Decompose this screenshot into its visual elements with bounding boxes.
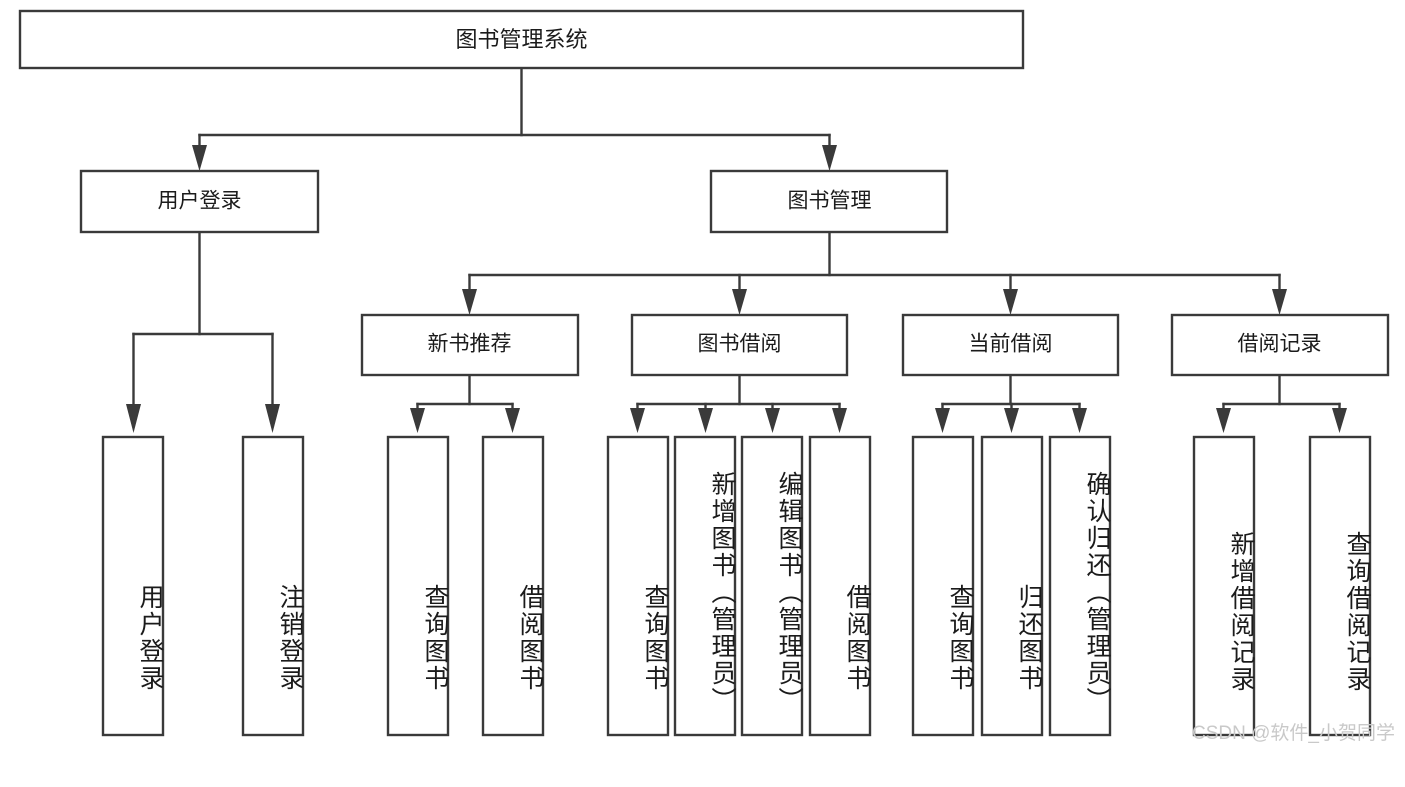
- node-book-borrow-box[interactable]: [630, 313, 849, 377]
- arrow-head-icon: [765, 408, 780, 433]
- arrow-head-icon: [1332, 408, 1347, 433]
- arrow-head-icon: [1272, 289, 1287, 315]
- node-user-login[interactable]: 用户登录: [79, 169, 320, 234]
- leaf-box-query-book[interactable]: [606, 435, 670, 737]
- arrow-head-icon: [126, 404, 141, 433]
- arrow-head-icon: [410, 408, 425, 433]
- leaf-box-query-record[interactable]: [1308, 435, 1372, 737]
- leaf-box-user-login[interactable]: [101, 435, 165, 737]
- node-root[interactable]: 图书管理系统: [18, 9, 1025, 70]
- arrow-head-icon: [822, 145, 837, 171]
- leaf-box-user-logout[interactable]: [241, 435, 305, 737]
- node-book-management-label: 图书管理: [788, 190, 872, 213]
- node-borrow-records-box[interactable]: [1170, 313, 1390, 377]
- leaf-box-edit-book[interactable]: [740, 435, 804, 737]
- diagram-canvas: 图书管理系统 用户登录 图书管理 新书推荐 图书借阅 当前借阅 借阅记录: [18, 9, 1390, 737]
- arrow-head-icon: [1003, 289, 1018, 315]
- leaf-box-confirm-return[interactable]: [1048, 435, 1112, 737]
- arrow-head-icon: [732, 289, 747, 315]
- connector-group-records: [1216, 373, 1347, 433]
- arrow-head-icon: [698, 408, 713, 433]
- watermark-text: CSDN @软件_小贺同学: [1192, 723, 1395, 744]
- arrow-head-icon: [265, 404, 280, 433]
- node-new-book-recommend-label: 新书推荐: [428, 333, 512, 356]
- arrow-head-icon: [505, 408, 520, 433]
- connector-group-borrow: [630, 373, 847, 433]
- node-new-book-recommend-box[interactable]: [360, 313, 580, 377]
- leaf-box-query-book-cur[interactable]: [911, 435, 975, 737]
- node-book-management-box[interactable]: [709, 169, 949, 234]
- arrow-head-icon: [1004, 408, 1019, 433]
- node-current-borrow-label: 当前借阅: [969, 333, 1053, 356]
- node-root-box[interactable]: [18, 9, 1025, 70]
- arrow-head-icon: [832, 408, 847, 433]
- node-book-management[interactable]: 图书管理: [709, 169, 949, 234]
- node-user-login-label: 用户登录: [158, 190, 242, 213]
- leaf-box-borrow-book-new[interactable]: [481, 435, 545, 737]
- leaf-box-add-record[interactable]: [1192, 435, 1256, 737]
- leaf-box-borrow-book[interactable]: [808, 435, 872, 737]
- node-current-borrow-box[interactable]: [901, 313, 1120, 377]
- flowchart-diagram: 图书管理系统 用户登录 图书管理 新书推荐 图书借阅 当前借阅 借阅记录: [18, 9, 1395, 744]
- connector-group-book-mgmt: [462, 230, 1287, 315]
- node-current-borrow[interactable]: 当前借阅: [901, 313, 1120, 377]
- connector-group-user-login: [126, 230, 280, 433]
- arrow-head-icon: [1072, 408, 1087, 433]
- arrow-head-icon: [935, 408, 950, 433]
- node-user-login-box[interactable]: [79, 169, 320, 234]
- leaf-box-return-book[interactable]: [980, 435, 1044, 737]
- arrow-head-icon: [192, 145, 207, 171]
- arrow-head-icon: [462, 289, 477, 315]
- node-borrow-records-label: 借阅记录: [1238, 333, 1322, 356]
- node-borrow-records[interactable]: 借阅记录: [1170, 313, 1390, 377]
- connector-group-current: [935, 373, 1087, 433]
- leaf-box-add-book[interactable]: [673, 435, 737, 737]
- node-book-borrow[interactable]: 图书借阅: [630, 313, 849, 377]
- connector-group-new-books: [410, 373, 520, 433]
- connector-group-root: [192, 66, 837, 171]
- leaf-boxes: [101, 435, 1372, 737]
- leaf-box-query-book-new[interactable]: [386, 435, 450, 737]
- node-book-borrow-label: 图书借阅: [698, 333, 782, 356]
- node-new-book-recommend[interactable]: 新书推荐: [360, 313, 580, 377]
- arrow-head-icon: [630, 408, 645, 433]
- arrow-head-icon: [1216, 408, 1231, 433]
- node-root-label: 图书管理系统: [455, 27, 587, 52]
